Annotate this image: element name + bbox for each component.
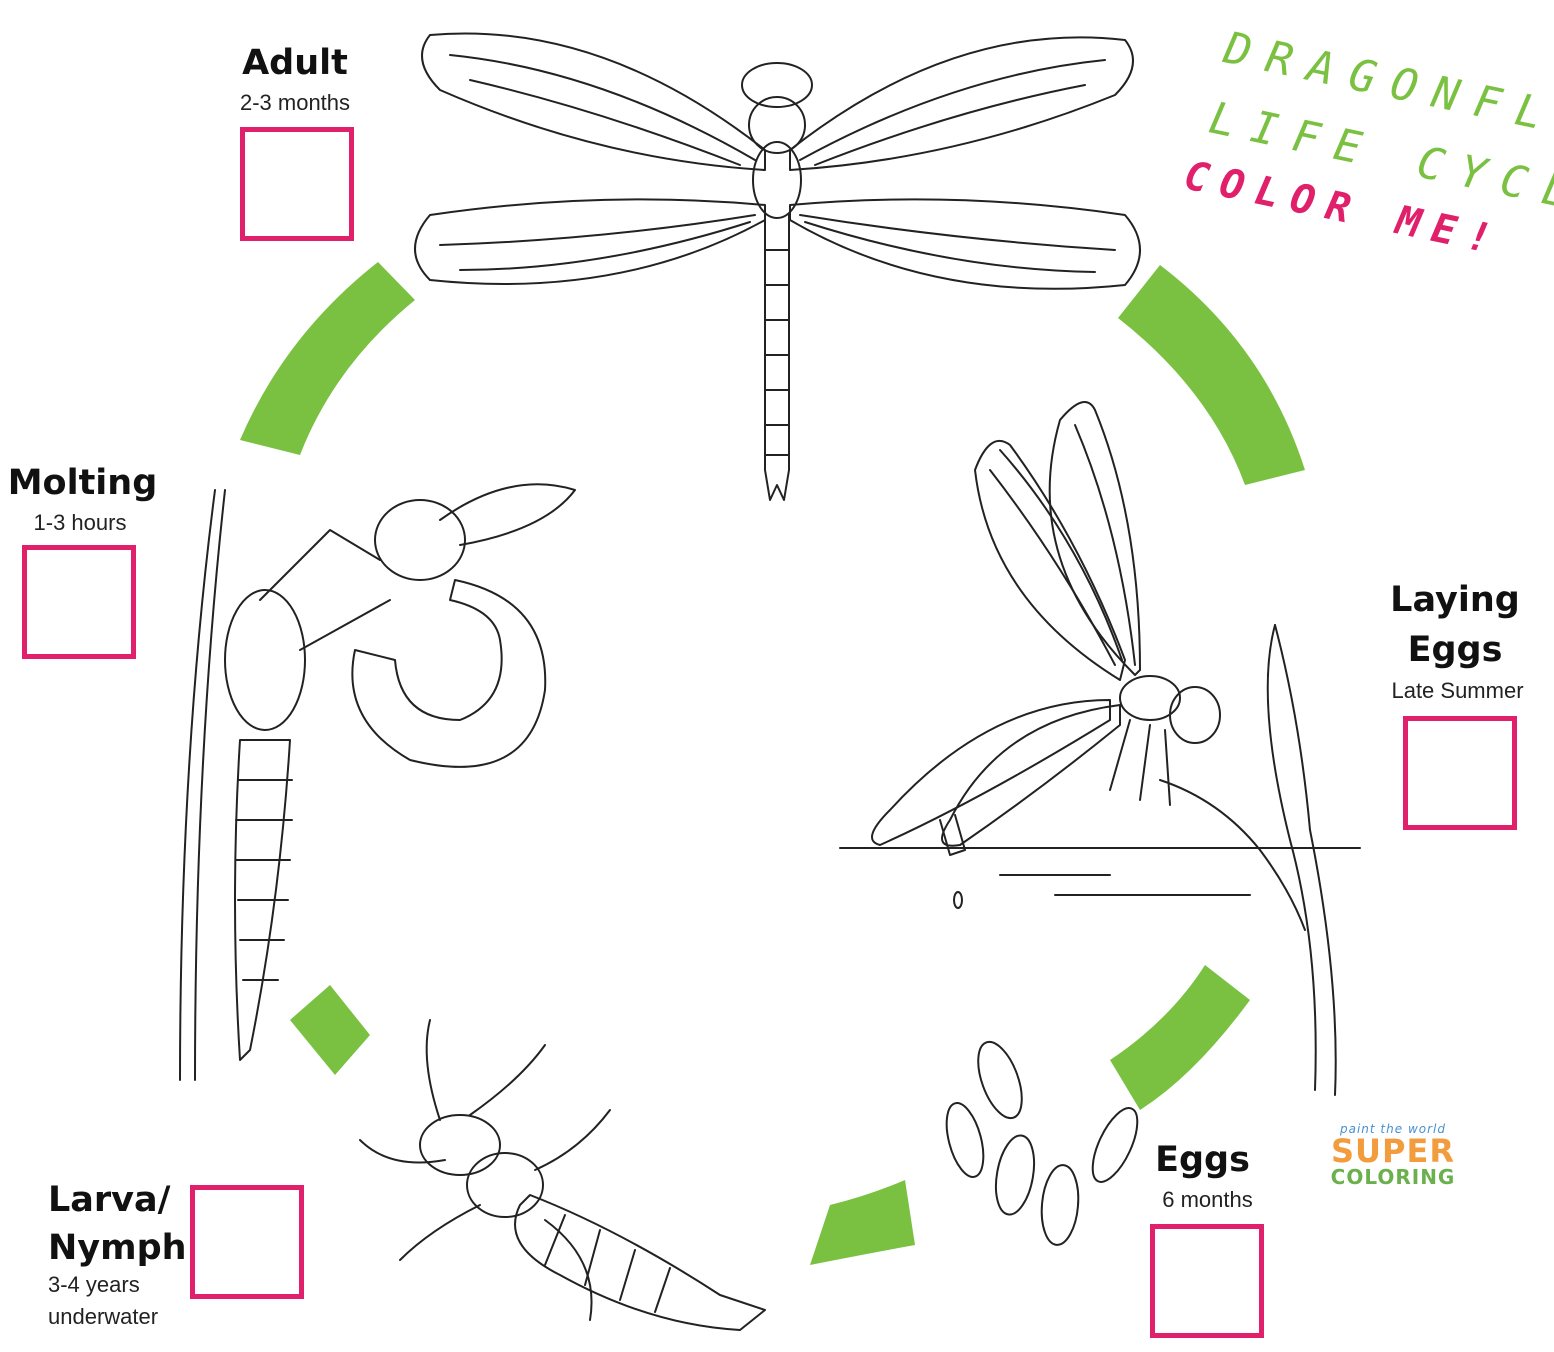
larva-duration-line1: 3-4 years <box>48 1270 140 1300</box>
adult-dragonfly-drawing <box>415 33 1140 500</box>
eggs-color-box[interactable] <box>1150 1224 1264 1338</box>
laying-eggs-duration: Late Summer <box>1365 676 1550 706</box>
laying-eggs-color-box[interactable] <box>1403 716 1517 830</box>
arrow-eggs-to-larva <box>810 1180 915 1265</box>
molting-drawing <box>180 484 575 1080</box>
laying-eggs-label-line1: Laying <box>1370 575 1540 625</box>
larva-label-line1: Larva/ <box>48 1175 170 1225</box>
logo-word-coloring: COLORING <box>1318 1166 1468 1188</box>
eggs-label: Eggs <box>1140 1135 1265 1185</box>
larva-drawing <box>360 1020 765 1330</box>
arrow-laying-to-eggs <box>1110 965 1250 1110</box>
egg-laying-dragonfly-drawing <box>840 402 1360 1095</box>
adult-duration: 2-3 months <box>210 88 380 118</box>
larva-duration-line2: underwater <box>48 1302 158 1332</box>
molting-color-box[interactable] <box>22 545 136 659</box>
molting-duration: 1-3 hours <box>0 508 160 538</box>
arrow-molting-to-adult <box>240 262 415 455</box>
arrow-larva-to-molting <box>290 985 370 1075</box>
logo-word-super: SUPER <box>1318 1136 1468 1166</box>
adult-color-box[interactable] <box>240 127 354 241</box>
larva-label-line2: Nymph <box>48 1223 187 1273</box>
larva-color-box[interactable] <box>190 1185 304 1299</box>
laying-eggs-label-line2: Eggs <box>1370 625 1540 675</box>
eggs-duration: 6 months <box>1135 1185 1280 1215</box>
arrow-adult-to-laying <box>1118 265 1305 485</box>
molting-label: Molting <box>0 458 165 508</box>
super-coloring-logo: paint the world SUPER COLORING <box>1318 1122 1468 1188</box>
adult-label: Adult <box>210 38 380 88</box>
